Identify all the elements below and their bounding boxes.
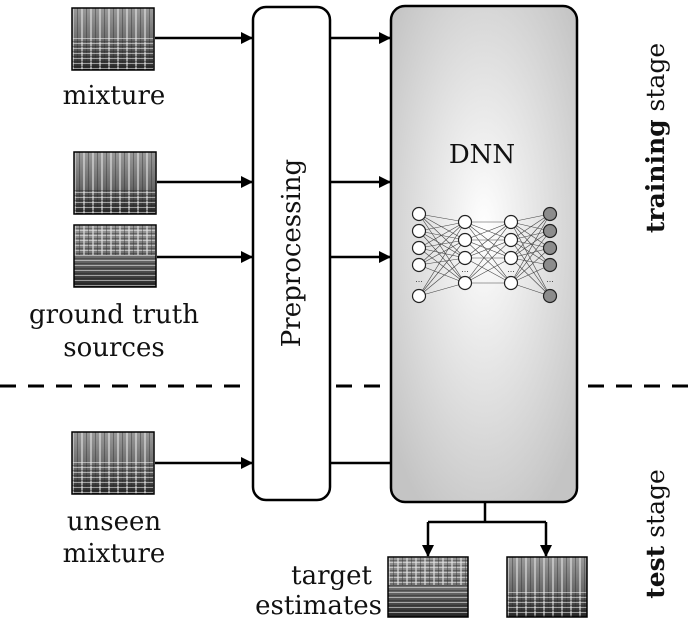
network-edge [418, 264, 466, 284]
network-edge [510, 221, 551, 297]
network-node [411, 206, 427, 222]
network-edge [510, 247, 551, 284]
network-edge [418, 239, 466, 249]
network-edge [418, 239, 466, 297]
network-edge [418, 247, 466, 284]
network-node [457, 214, 473, 230]
network-ellipsis: ... [507, 265, 515, 274]
network-node [411, 240, 427, 256]
network-edge [510, 239, 551, 266]
network-edge [418, 239, 466, 266]
network-edge [418, 221, 466, 232]
network-node [457, 250, 473, 266]
network-edge [510, 264, 551, 284]
network-node [411, 257, 427, 273]
network-edge [418, 221, 466, 297]
network-edge [510, 221, 551, 266]
test-stage-bold: test [641, 545, 670, 599]
ground-truth-label: ground truth [29, 300, 199, 330]
network-node [457, 232, 473, 248]
sources-label: sources [63, 333, 164, 363]
network-edge [510, 213, 551, 259]
training-stage-rest: stage [641, 43, 670, 120]
preprocessing-label: Preprocessing [277, 159, 307, 347]
network-node [503, 232, 519, 248]
network-edge [418, 213, 466, 241]
network-edge [464, 239, 512, 284]
network-node [542, 288, 558, 304]
network-edge [464, 239, 512, 259]
network-edge [510, 213, 551, 284]
estimates-label: estimates [255, 591, 382, 621]
network-edge [510, 213, 551, 241]
network-edge [418, 230, 466, 259]
network-edge [418, 282, 466, 297]
network-edge [418, 230, 466, 241]
network-edge [418, 221, 466, 249]
network-node [542, 223, 558, 239]
network-edge [510, 221, 551, 249]
spectrogram-thumbnail-source-1 [73, 151, 157, 215]
network-node [503, 214, 519, 230]
network-edge [510, 230, 551, 259]
network-edge [510, 230, 551, 284]
network-edge [510, 257, 551, 297]
training-stage-bold: training [641, 119, 670, 233]
network-edge [418, 213, 466, 223]
network-node [542, 240, 558, 256]
network-edge [464, 221, 512, 284]
spectrogram-thumbnail-source-2 [73, 224, 157, 288]
network-node [411, 288, 427, 304]
network-edge [418, 247, 466, 259]
dnn-label: DNN [449, 140, 515, 170]
network-node [503, 250, 519, 266]
unseen-mixture-label: mixture [63, 539, 166, 569]
network-edge [418, 221, 466, 266]
neural-network-icon: ............ [411, 206, 558, 304]
spectrogram-thumbnail-estimate-1 [387, 556, 469, 618]
network-node [457, 275, 473, 291]
network-ellipsis: ... [461, 265, 469, 274]
preprocessing-box [251, 5, 332, 502]
test-stage-rest: stage [641, 469, 670, 546]
network-ellipsis: ... [415, 275, 423, 284]
network-ellipsis: ... [546, 275, 554, 284]
network-edge [418, 213, 466, 259]
spectrogram-thumbnail-mixture [71, 7, 155, 71]
test-stage-label: test stage [641, 469, 670, 599]
network-edge [464, 221, 512, 259]
spectrogram-thumbnail-estimate-2 [506, 556, 588, 618]
network-edge [418, 213, 466, 284]
mixture-label: mixture [63, 81, 166, 111]
network-node [411, 223, 427, 239]
network-edge [464, 221, 512, 241]
network-node [542, 257, 558, 273]
unseen-label: unseen [67, 507, 162, 537]
network-edge [418, 257, 466, 266]
training-stage-label: training stage [641, 43, 670, 233]
target-label: target [291, 561, 372, 591]
network-edge [418, 257, 466, 297]
network-edge [464, 257, 512, 284]
network-node [542, 206, 558, 222]
spectrogram-thumbnail-unseen-mixture [71, 431, 155, 495]
network-node [503, 275, 519, 291]
network-edge [418, 230, 466, 284]
network-edge [510, 239, 551, 297]
